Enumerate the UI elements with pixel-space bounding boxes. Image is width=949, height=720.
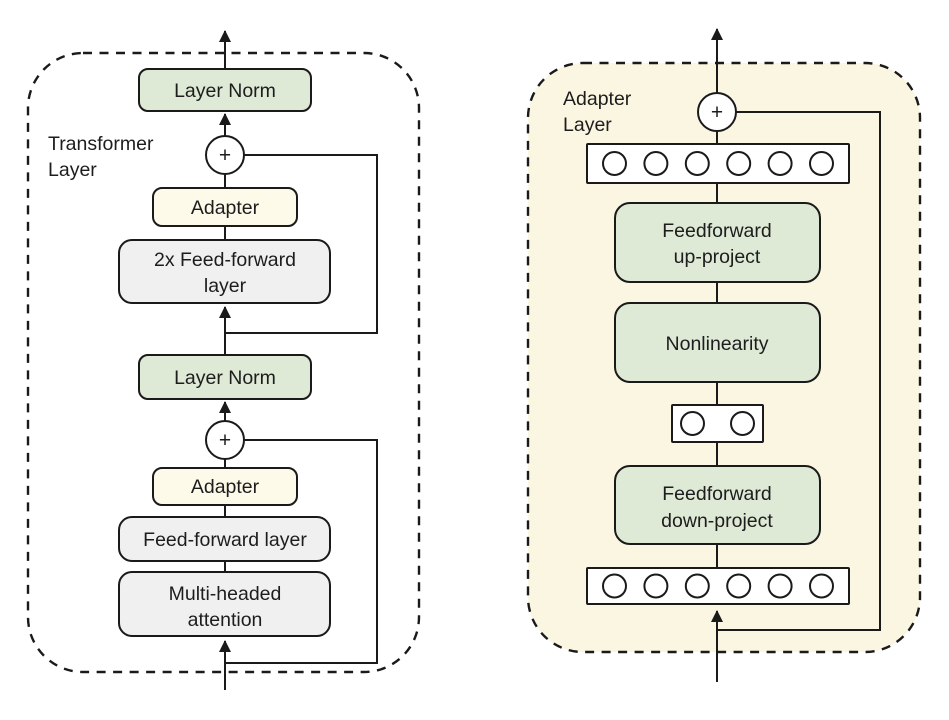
node-circle-icon [726,573,752,599]
residual-add-adapter-icon [697,92,737,132]
layer-norm-mid-box [138,354,312,400]
skip-connection-upper [226,154,378,334]
residual-add-top-icon [205,135,245,175]
node-circle-icon [726,151,752,176]
skip-connection-lower [226,439,378,664]
nonlinearity-label: Nonlinearity [666,333,769,355]
layer-norm-top-label: Layer Norm [174,80,276,102]
layer-norm-mid-label: Layer Norm [174,367,276,389]
feedforward-down-project-label-line1: Feedforward [662,483,771,505]
transformer-layer-boundary [26,51,421,674]
adapter-top-box [152,187,298,227]
node-circle-icon [643,573,669,599]
node-circle-icon [602,573,627,599]
feedforward-2x-label-line2: layer [204,275,247,297]
node-circle-icon [809,573,834,599]
node-circle-icon [684,151,710,176]
adapter-layer-label-line1: Adapter [563,88,632,110]
transformer-layer-label-line2: Layer [48,159,97,181]
feedforward-layer-label: Feed-forward layer [143,529,307,551]
node-circle-icon [684,573,710,599]
residual-add-top-label: + [219,144,231,167]
transformer-layer-diagram: Transformer Layer Layer Norm + Adapter 2… [26,30,421,690]
adapter-layer-label-line2: Layer [563,114,612,136]
node-circle-icon [643,151,669,176]
feedforward-up-project-box [614,202,821,283]
feedforward-up-project-label-line1: Feedforward [662,220,771,242]
feedforward-layer-box [118,516,331,562]
node-circle-icon [809,151,834,176]
feedforward-2x-box [118,239,331,304]
node-circle-icon [767,573,793,599]
hidden-state-nodes-bottom [602,573,834,599]
node-circle-icon [730,411,755,436]
node-circle-icon [602,151,627,176]
feedforward-2x-label-line1: 2x Feed-forward [154,249,296,271]
multi-headed-attention-label-line2: attention [188,609,263,631]
residual-add-adapter-label: + [711,101,723,124]
feedforward-down-project-box [614,465,821,545]
nonlinearity-box [614,302,821,383]
feedforward-down-project-label-line2: down-project [661,510,773,532]
transformer-layer-label-line1: Transformer [48,133,154,155]
adapter-top-label: Adapter [191,197,260,219]
node-circle-icon [680,411,705,436]
bottleneck-nodes [680,411,755,436]
hidden-state-nodes-top [602,151,834,176]
layer-norm-top-box [138,68,312,112]
multi-headed-attention-label-line1: Multi-headed [169,583,282,605]
skip-connection-adapter [718,111,881,631]
adapter-layer-diagram: Adapter Layer + Feedforward up-project N… [526,28,922,682]
feedforward-up-project-label-line2: up-project [674,246,761,268]
multi-headed-attention-box [118,571,331,637]
adapter-bottom-label: Adapter [191,476,260,498]
node-circle-icon [767,151,793,176]
residual-add-bottom-label: + [219,429,231,452]
adapter-bottom-box [152,467,298,506]
residual-add-bottom-icon [205,420,245,460]
